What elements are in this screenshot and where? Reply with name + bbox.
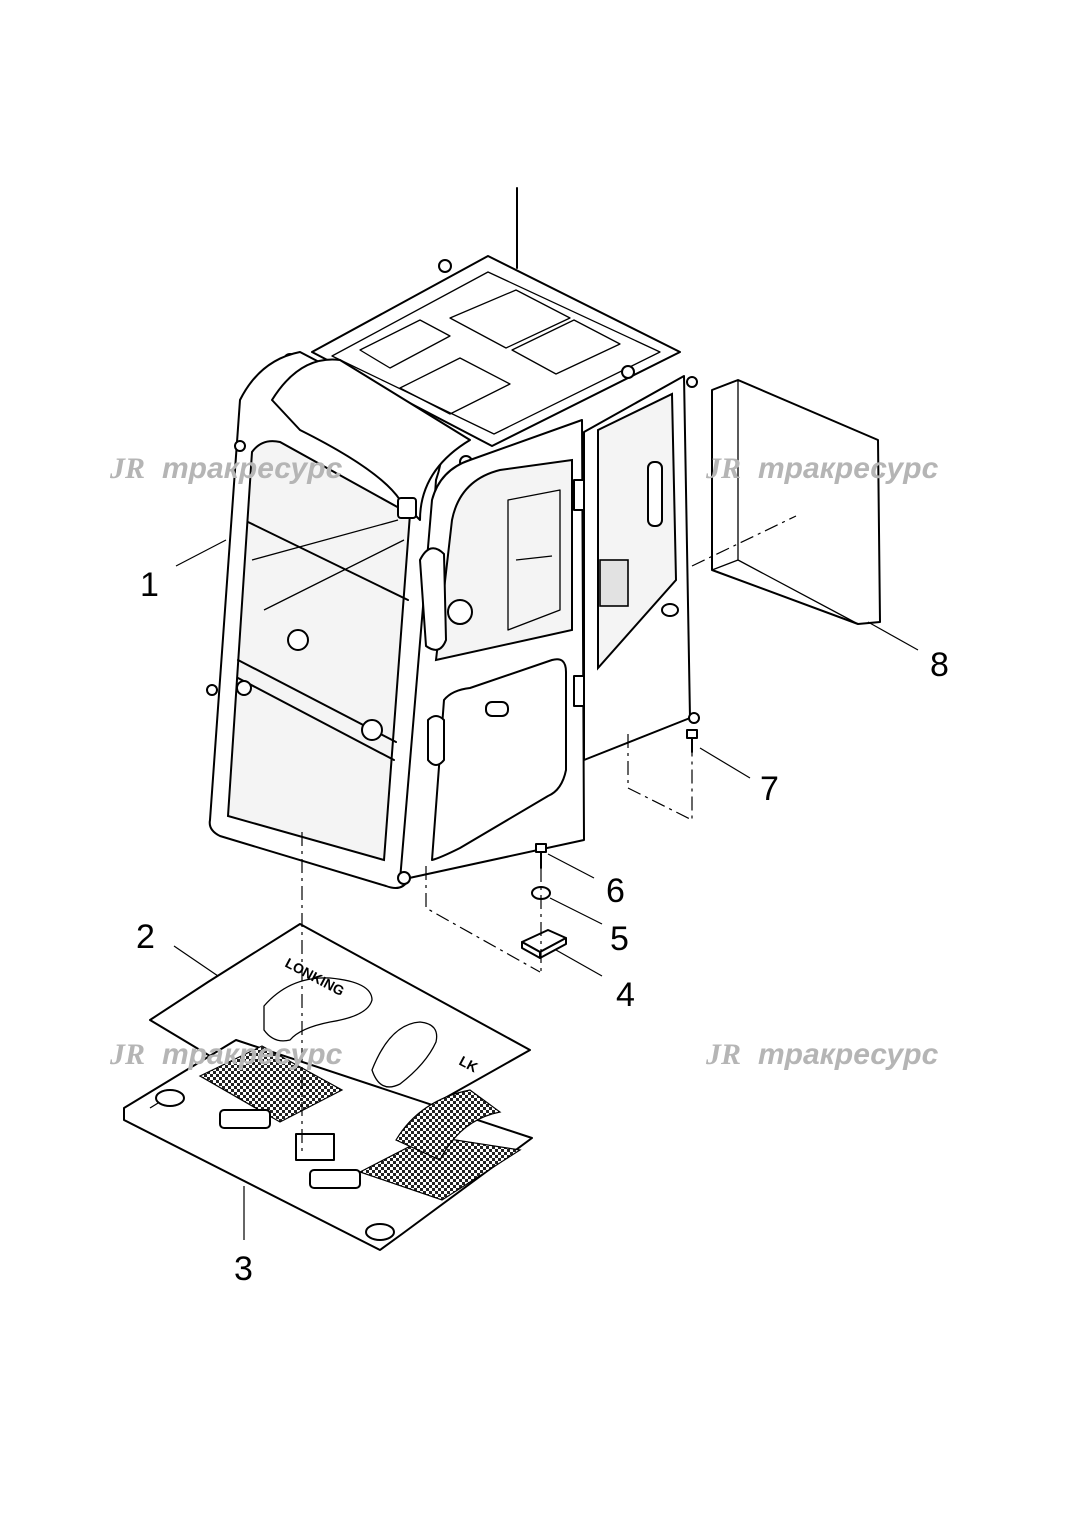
- part-7-bolt: [686, 729, 698, 753]
- callout-4: 4: [616, 976, 635, 1014]
- svg-text:JR: JR: [109, 452, 145, 485]
- watermark-bottom-right: JR тракресурс: [705, 1038, 939, 1071]
- svg-text:тракресурс: тракресурс: [758, 452, 939, 485]
- callout-2: 2: [136, 918, 155, 956]
- callout-1: 1: [140, 566, 159, 604]
- svg-text:LK: LK: [457, 1053, 481, 1076]
- part-4-plate: [521, 929, 567, 959]
- watermark-top-right: JR тракресурс: [705, 452, 939, 485]
- callout-3: 3: [234, 1250, 253, 1288]
- callout-6: 6: [606, 872, 625, 910]
- part-3-floor-plate: [123, 1039, 533, 1251]
- svg-text:JR: JR: [109, 1038, 145, 1071]
- callout-5: 5: [610, 920, 629, 958]
- part-6-bolt: [535, 843, 547, 869]
- watermark-bottom-left: JR тракресурс: [109, 1038, 343, 1071]
- svg-text:тракресурс: тракресурс: [758, 1038, 939, 1071]
- svg-text:тракресурс: тракресурс: [162, 452, 343, 485]
- cab-assembly: [206, 187, 700, 889]
- part-8-panel: [711, 379, 881, 625]
- watermark-top-left: JR тракресурс: [109, 452, 343, 485]
- svg-text:JR: JR: [705, 452, 741, 485]
- svg-text:тракресурс: тракресурс: [162, 1038, 343, 1071]
- callout-8: 8: [930, 646, 949, 684]
- callout-7: 7: [760, 770, 779, 808]
- svg-text:JR: JR: [705, 1038, 741, 1071]
